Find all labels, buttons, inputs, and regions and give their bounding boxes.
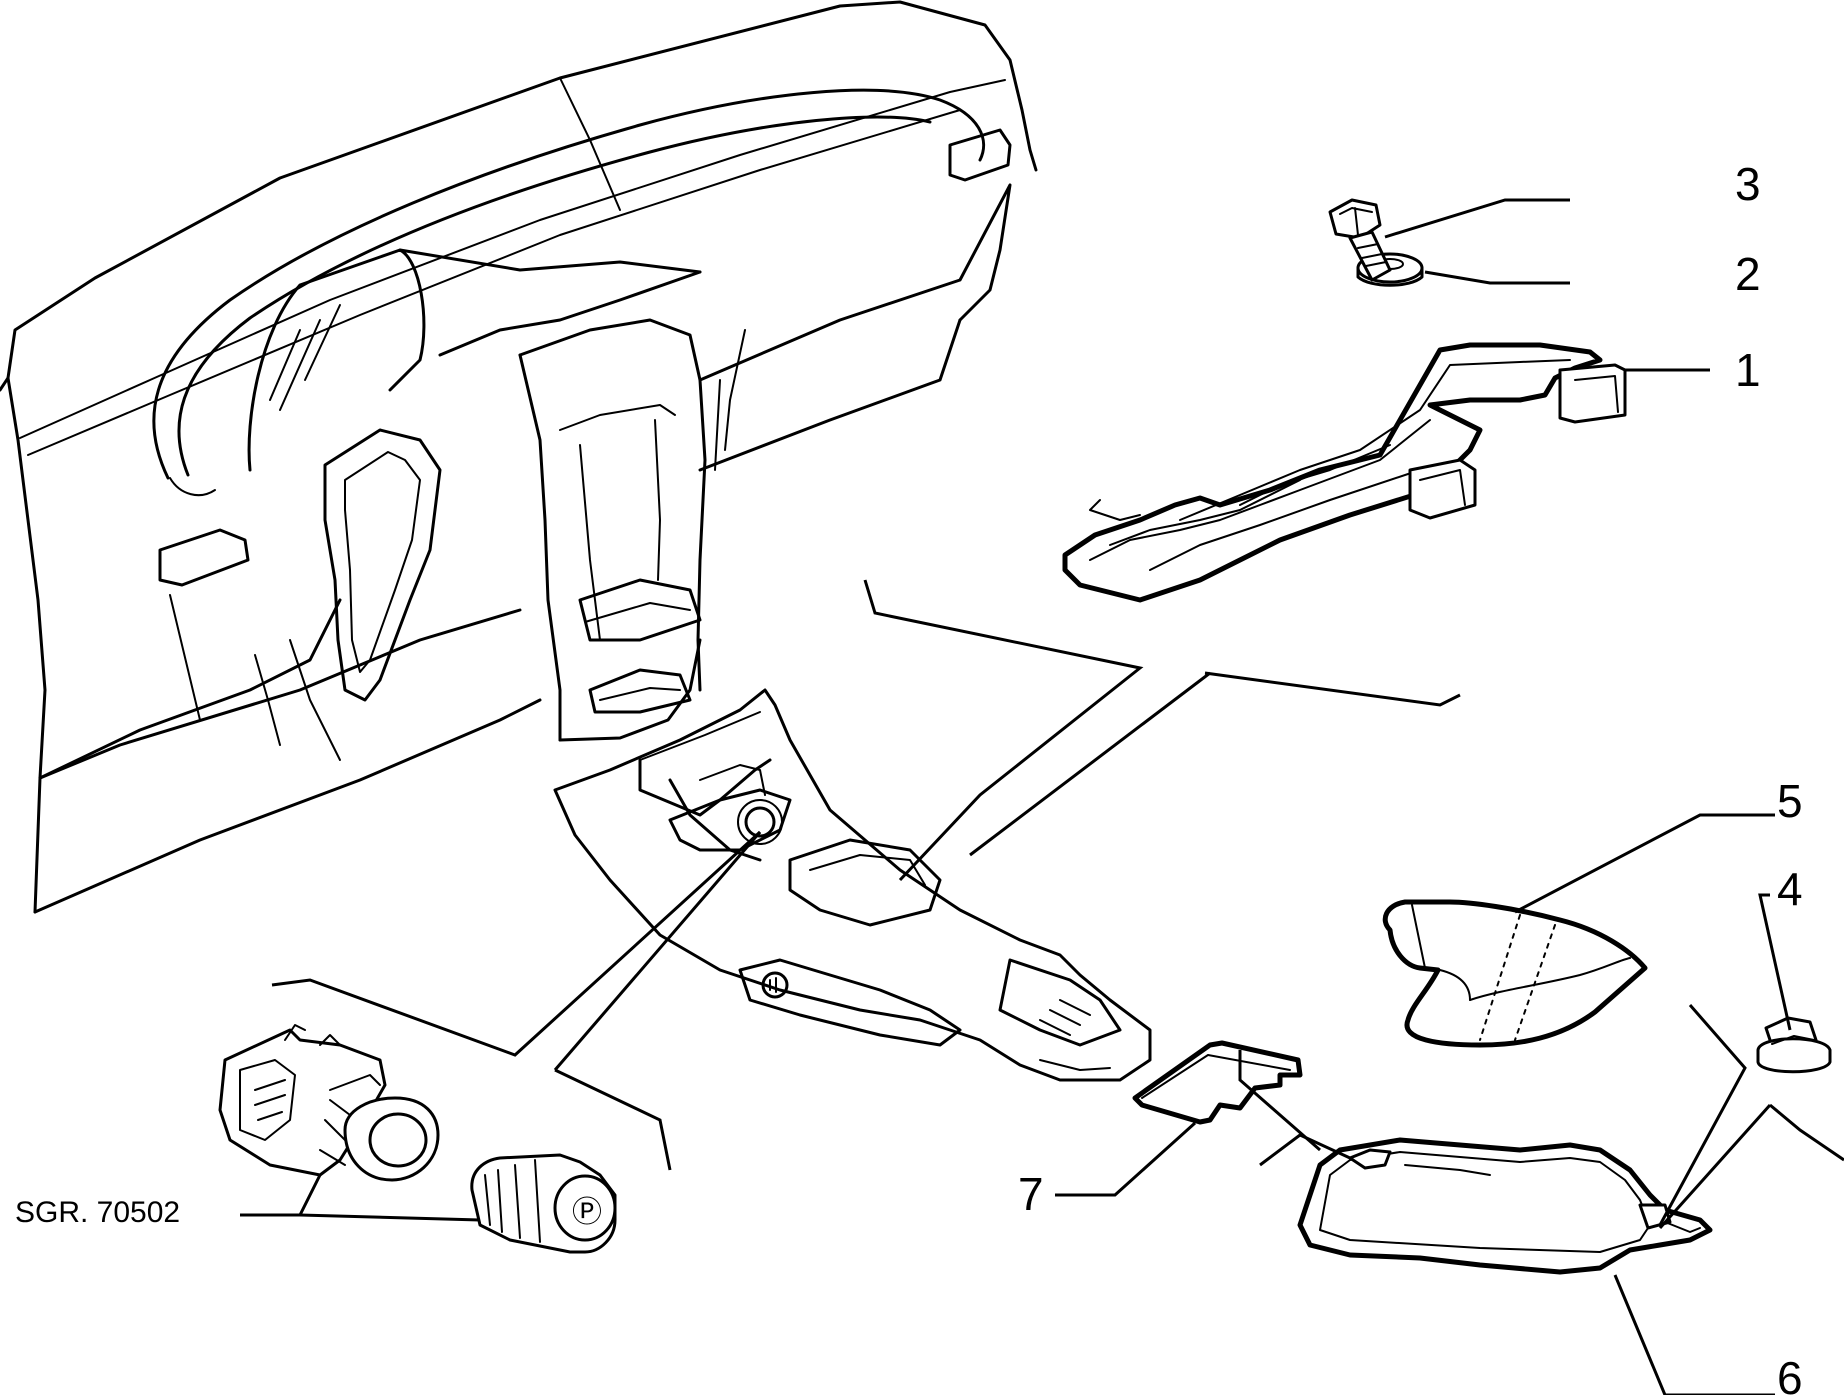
callout-labels: 1 2 3 4 5 6 7 SGR. 70502 <box>15 158 1803 1395</box>
part-cigar-lighter <box>218 1024 440 1182</box>
callout-7: 7 <box>1018 1168 1044 1220</box>
callout-1: 1 <box>1735 344 1761 396</box>
callout-4: 4 <box>1777 863 1803 915</box>
callout-3: 3 <box>1735 158 1761 210</box>
centre-console-illustration <box>553 688 1152 1082</box>
callout-5: 5 <box>1777 775 1803 827</box>
part-bolt <box>1328 198 1392 282</box>
dashboard-illustration <box>0 0 1038 914</box>
leader-lines <box>240 198 1844 1395</box>
reference-code: SGR. 70502 <box>15 1196 180 1229</box>
part-nut <box>1756 1016 1832 1074</box>
part-cover <box>1132 1040 1303 1125</box>
callout-2: 2 <box>1735 248 1761 300</box>
part-air-duct <box>1062 342 1627 603</box>
part-ashtray-insert: Ⓟ <box>470 1153 617 1254</box>
part-gaiter <box>1382 899 1648 1048</box>
callout-6: 6 <box>1777 1352 1803 1395</box>
part-base-trim <box>1297 1137 1713 1275</box>
ashtray-symbol: Ⓟ <box>572 1196 602 1229</box>
